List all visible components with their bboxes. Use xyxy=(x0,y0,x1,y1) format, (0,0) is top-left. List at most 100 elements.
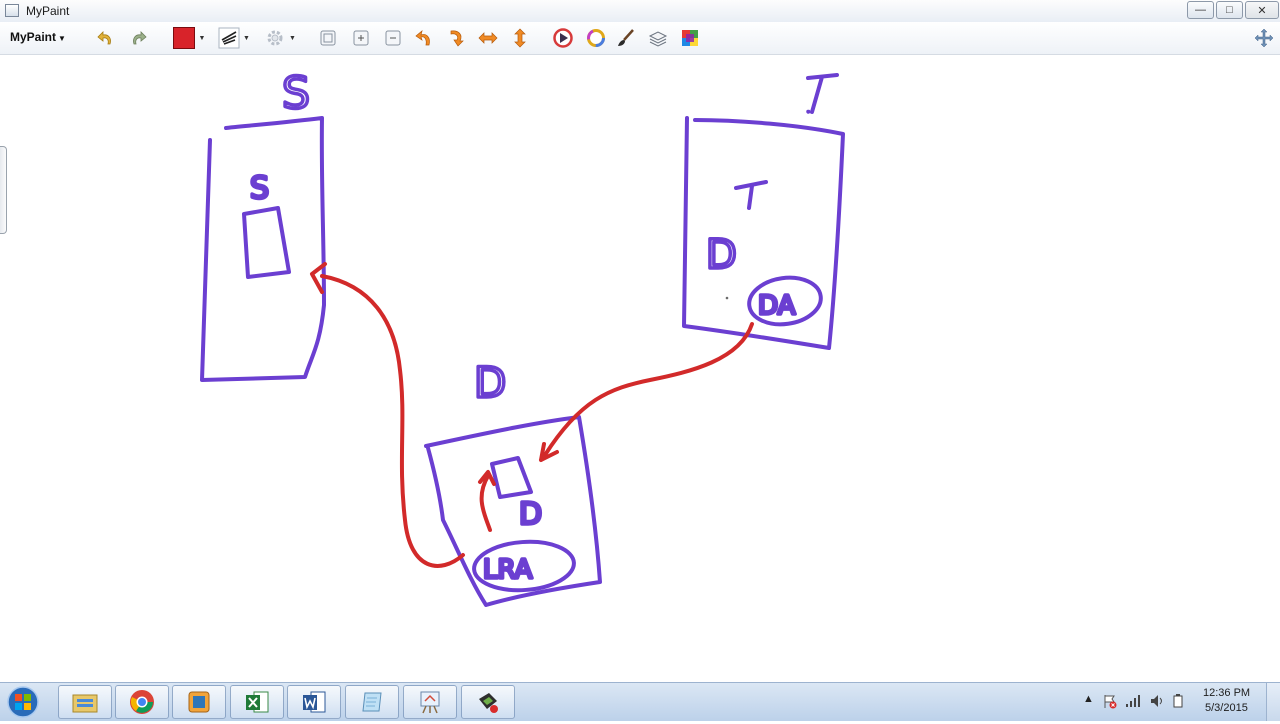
taskbar-chrome[interactable] xyxy=(115,685,169,719)
taskbar: ▲ 12:36 PM 5/3/2015 xyxy=(0,682,1280,721)
label-d-inner: D xyxy=(519,497,542,532)
arrow-head-s xyxy=(310,262,327,294)
brush-preset-icon xyxy=(218,27,240,49)
chevron-down-icon: ▼ xyxy=(243,34,250,42)
arrow-lra-to-s xyxy=(320,274,465,568)
tray-expand-icon[interactable]: ▲ xyxy=(1083,693,1094,705)
taskbar-mypaint[interactable] xyxy=(461,685,515,719)
label-t-box-letter: D xyxy=(706,232,737,278)
flip-horizontal-button[interactable] xyxy=(477,27,499,49)
layers-button[interactable] xyxy=(647,27,669,49)
label-s-inner: S xyxy=(250,171,269,206)
show-desktop-button[interactable] xyxy=(1266,683,1280,721)
clock-time[interactable]: 12:36 PM xyxy=(1203,687,1251,699)
window-title: MyPaint xyxy=(26,4,70,18)
label-d-outer: D xyxy=(474,358,506,407)
taskbar-explorer[interactable] xyxy=(58,685,112,719)
redo-icon xyxy=(133,31,147,45)
label-t-inner: T xyxy=(740,209,741,211)
palette-button[interactable] xyxy=(679,27,701,49)
zoom-fit-button[interactable] xyxy=(318,27,338,49)
brush-button[interactable] xyxy=(615,27,637,49)
fullscreen-icon xyxy=(1254,28,1274,48)
start-button[interactable] xyxy=(3,685,43,719)
label-t-outer: T xyxy=(808,111,809,113)
taskbar-excel[interactable] xyxy=(230,685,284,719)
label-t-inner-stroke xyxy=(734,180,768,210)
color-wheel-icon xyxy=(553,28,573,48)
close-button[interactable]: ✕ xyxy=(1245,1,1279,19)
taskbar-app[interactable] xyxy=(172,685,226,719)
minimize-button[interactable]: — xyxy=(1187,1,1214,19)
color-picker-button[interactable]: ▼ xyxy=(170,27,208,49)
volume-icon[interactable] xyxy=(1149,693,1165,709)
excel-icon xyxy=(246,691,269,713)
zoom-fit-icon xyxy=(320,30,336,46)
server-s-file-box xyxy=(242,206,291,279)
flip-vertical-icon xyxy=(514,28,526,48)
arrow-head-d xyxy=(539,442,559,462)
rotate-right-button[interactable] xyxy=(445,27,467,49)
brush-preset-button[interactable]: ▼ xyxy=(216,27,252,49)
power-icon[interactable] xyxy=(1171,693,1185,709)
arrow-local xyxy=(479,474,492,532)
drawing-canvas[interactable]: S S T T D DA D D LRA xyxy=(0,55,1280,682)
redo-button[interactable] xyxy=(128,27,148,49)
rotate-left-icon xyxy=(415,30,430,46)
chevron-down-icon: ▼ xyxy=(58,34,66,43)
label-lra: LRA xyxy=(483,555,532,585)
action-center-icon[interactable] xyxy=(1102,693,1118,709)
paint-icon xyxy=(420,691,440,714)
layers-icon xyxy=(648,31,668,47)
flip-horizontal-icon xyxy=(478,32,498,44)
toolbar: MyPaint▼ ▼ ▼ ▼ xyxy=(0,22,1280,55)
zoom-in-button[interactable] xyxy=(351,27,371,49)
undo-button[interactable] xyxy=(96,27,116,49)
fullscreen-button[interactable] xyxy=(1253,27,1275,49)
color-swatch xyxy=(172,27,195,49)
zoom-out-icon xyxy=(385,30,401,46)
app-icon xyxy=(188,691,210,713)
maximize-icon: □ xyxy=(1226,4,1233,16)
zoom-out-button[interactable] xyxy=(383,27,403,49)
app-icon xyxy=(5,4,19,17)
undo-icon xyxy=(97,31,111,45)
sketch: S S T T D DA D D LRA xyxy=(200,66,845,607)
lra-ellipse xyxy=(472,539,576,593)
server-s-box xyxy=(200,116,326,382)
taskbar-notepad[interactable] xyxy=(345,685,399,719)
windows-logo-icon xyxy=(7,686,39,718)
chrome-icon xyxy=(130,690,154,714)
main-menu-button[interactable]: MyPaint▼ xyxy=(10,30,66,44)
network-icon[interactable] xyxy=(1125,694,1141,708)
side-panel-handle[interactable] xyxy=(0,146,7,234)
server-d-file-box xyxy=(490,456,533,499)
rotate-left-button[interactable] xyxy=(413,27,435,49)
taskbar-word[interactable] xyxy=(287,685,341,719)
explorer-icon xyxy=(72,694,98,713)
chevron-down-icon: ▼ xyxy=(289,34,296,42)
settings-button[interactable]: ▼ xyxy=(262,27,298,49)
server-d-box xyxy=(424,415,602,607)
notepad-icon xyxy=(362,692,382,712)
color-wheel-button[interactable] xyxy=(552,27,574,49)
arrow-head-local xyxy=(478,470,496,486)
color-ring-button[interactable] xyxy=(585,27,607,49)
flip-vertical-button[interactable] xyxy=(509,27,531,49)
clock-date[interactable]: 5/3/2015 xyxy=(1205,702,1248,714)
arrow-da-to-d xyxy=(543,322,754,457)
title-bar: MyPaint — □ ✕ xyxy=(0,0,1280,23)
mypaint-icon xyxy=(479,693,498,713)
da-ellipse xyxy=(747,275,823,327)
maximize-button[interactable]: □ xyxy=(1216,1,1243,19)
server-t-box xyxy=(682,116,845,350)
label-t-outer-stroke xyxy=(806,73,839,114)
chevron-down-icon: ▼ xyxy=(198,34,206,42)
zoom-in-icon xyxy=(353,30,369,46)
taskbar-paint[interactable] xyxy=(403,685,457,719)
minimize-icon: — xyxy=(1195,4,1206,16)
close-icon: ✕ xyxy=(1257,4,1267,17)
label-da: DA xyxy=(758,291,796,321)
color-ring-icon xyxy=(587,29,605,47)
label-s-outer: S xyxy=(282,68,310,119)
